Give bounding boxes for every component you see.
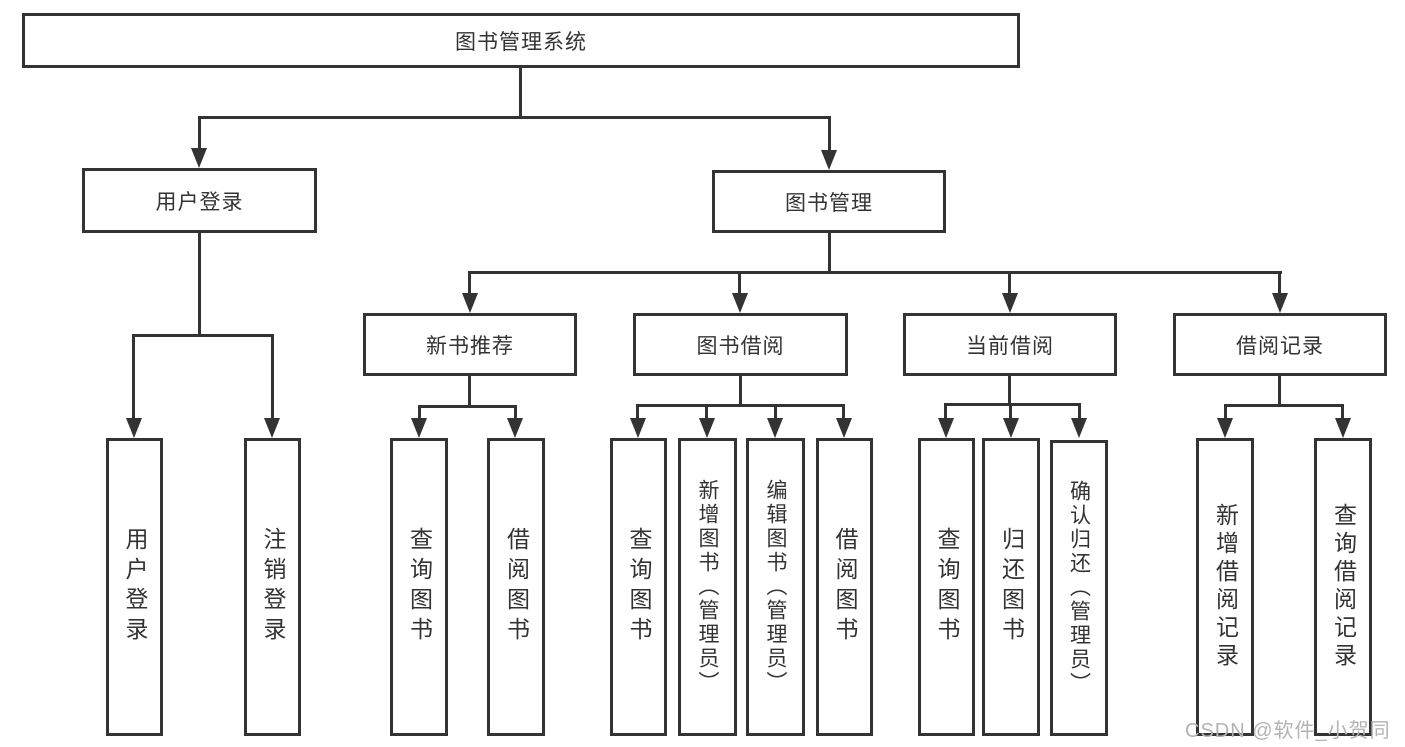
arrow-down-icon	[1335, 418, 1351, 438]
arrow-down-icon	[191, 148, 207, 168]
connector-line	[1008, 376, 1011, 405]
leaf-label: 查询图书	[626, 527, 652, 647]
connector-line	[842, 404, 845, 420]
leaf-user-login: 用户登录	[106, 438, 163, 736]
watermark-text: CSDN @软件_小贺同学	[1185, 720, 1391, 742]
connector-line	[774, 404, 777, 420]
node-new-book-recommend-label: 新书推荐	[426, 334, 514, 358]
leaf-label: 编辑图书（管理员）	[764, 479, 787, 695]
leaf-add-book-admin: 新增图书（管理员）	[678, 438, 737, 736]
node-book-management: 图书管理	[712, 170, 946, 233]
arrow-down-icon	[507, 418, 523, 438]
leaf-return-books: 归还图书	[982, 438, 1040, 736]
leaf-label: 借阅图书	[503, 527, 530, 647]
connector-line	[944, 403, 1081, 406]
leaf-label: 查询借阅记录	[1330, 503, 1357, 671]
connector-line	[198, 116, 201, 150]
node-current-borrow: 当前借阅	[903, 313, 1117, 376]
connector-line	[271, 334, 274, 420]
connector-line	[705, 404, 708, 420]
leaf-logout: 注销登录	[244, 438, 301, 736]
leaf-borrow-books-2: 借阅图书	[816, 438, 873, 736]
connector-line	[636, 404, 845, 407]
arrow-down-icon	[836, 418, 852, 438]
leaf-add-borrow-record: 新增借阅记录	[1196, 438, 1254, 736]
connector-line	[468, 376, 471, 407]
arrow-down-icon	[126, 418, 142, 438]
node-user-login: 用户登录	[82, 168, 317, 233]
connector-line	[1278, 271, 1281, 295]
arrow-down-icon	[732, 293, 748, 313]
leaf-label: 用户登录	[122, 527, 148, 647]
leaf-label: 新增借阅记录	[1212, 503, 1239, 671]
node-root-label: 图书管理系统	[455, 30, 587, 54]
node-current-borrow-label: 当前借阅	[966, 334, 1054, 358]
arrow-down-icon	[264, 418, 280, 438]
connector-line	[418, 405, 421, 420]
leaf-query-books-1: 查询图书	[390, 438, 448, 736]
connector-line	[198, 116, 831, 119]
connector-line	[418, 405, 517, 408]
connector-line	[1078, 403, 1081, 420]
leaf-label: 新增图书（管理员）	[696, 479, 719, 695]
leaf-query-books-3: 查询图书	[918, 438, 975, 736]
connector-line	[132, 334, 135, 420]
connector-line	[468, 271, 471, 295]
leaf-edit-book-admin: 编辑图书（管理员）	[746, 438, 805, 736]
arrow-down-icon	[630, 418, 646, 438]
leaf-label: 注销登录	[260, 527, 286, 647]
arrow-down-icon	[462, 293, 478, 313]
connector-line	[198, 233, 201, 336]
connector-line	[1008, 271, 1011, 295]
leaf-label: 确认归还（管理员）	[1067, 480, 1091, 696]
connector-line	[944, 403, 947, 420]
arrow-down-icon	[767, 418, 783, 438]
node-book-borrow-label: 图书借阅	[696, 334, 785, 358]
node-book-borrow: 图书借阅	[633, 313, 848, 376]
arrow-down-icon	[699, 418, 715, 438]
node-new-book-recommend: 新书推荐	[363, 313, 577, 376]
connector-line	[1224, 404, 1227, 420]
node-root: 图书管理系统	[22, 13, 1020, 68]
connector-line	[1341, 404, 1344, 420]
connector-line	[514, 405, 517, 420]
connector-line	[828, 116, 831, 152]
connector-line	[519, 68, 522, 118]
leaf-query-books-2: 查询图书	[610, 438, 667, 736]
connector-line	[1224, 404, 1344, 407]
arrow-down-icon	[411, 418, 427, 438]
arrow-down-icon	[821, 150, 837, 170]
node-borrow-records: 借阅记录	[1173, 313, 1387, 376]
arrow-down-icon	[1217, 418, 1233, 438]
leaf-label: 借阅图书	[832, 527, 858, 647]
connector-line	[1009, 403, 1012, 420]
node-book-management-label: 图书管理	[785, 191, 873, 215]
connector-line	[738, 271, 741, 295]
connector-line	[636, 404, 639, 420]
connector-line	[828, 233, 831, 274]
arrow-down-icon	[1071, 418, 1087, 438]
arrow-down-icon	[1002, 293, 1018, 313]
node-borrow-records-label: 借阅记录	[1236, 334, 1324, 358]
connector-line	[739, 376, 742, 406]
node-user-login-label: 用户登录	[155, 190, 244, 214]
leaf-borrow-books-1: 借阅图书	[487, 438, 545, 736]
arrow-down-icon	[1003, 418, 1019, 438]
connector-line	[468, 271, 1282, 274]
leaf-label: 查询图书	[406, 527, 433, 647]
connector-line	[132, 334, 274, 337]
leaf-confirm-return-admin: 确认归还（管理员）	[1050, 440, 1108, 736]
leaf-query-borrow-record: 查询借阅记录	[1314, 438, 1372, 736]
connector-line	[1278, 376, 1281, 406]
arrow-down-icon	[1272, 293, 1288, 313]
leaf-label: 查询图书	[934, 527, 960, 647]
arrow-down-icon	[938, 418, 954, 438]
leaf-label: 归还图书	[998, 527, 1025, 647]
